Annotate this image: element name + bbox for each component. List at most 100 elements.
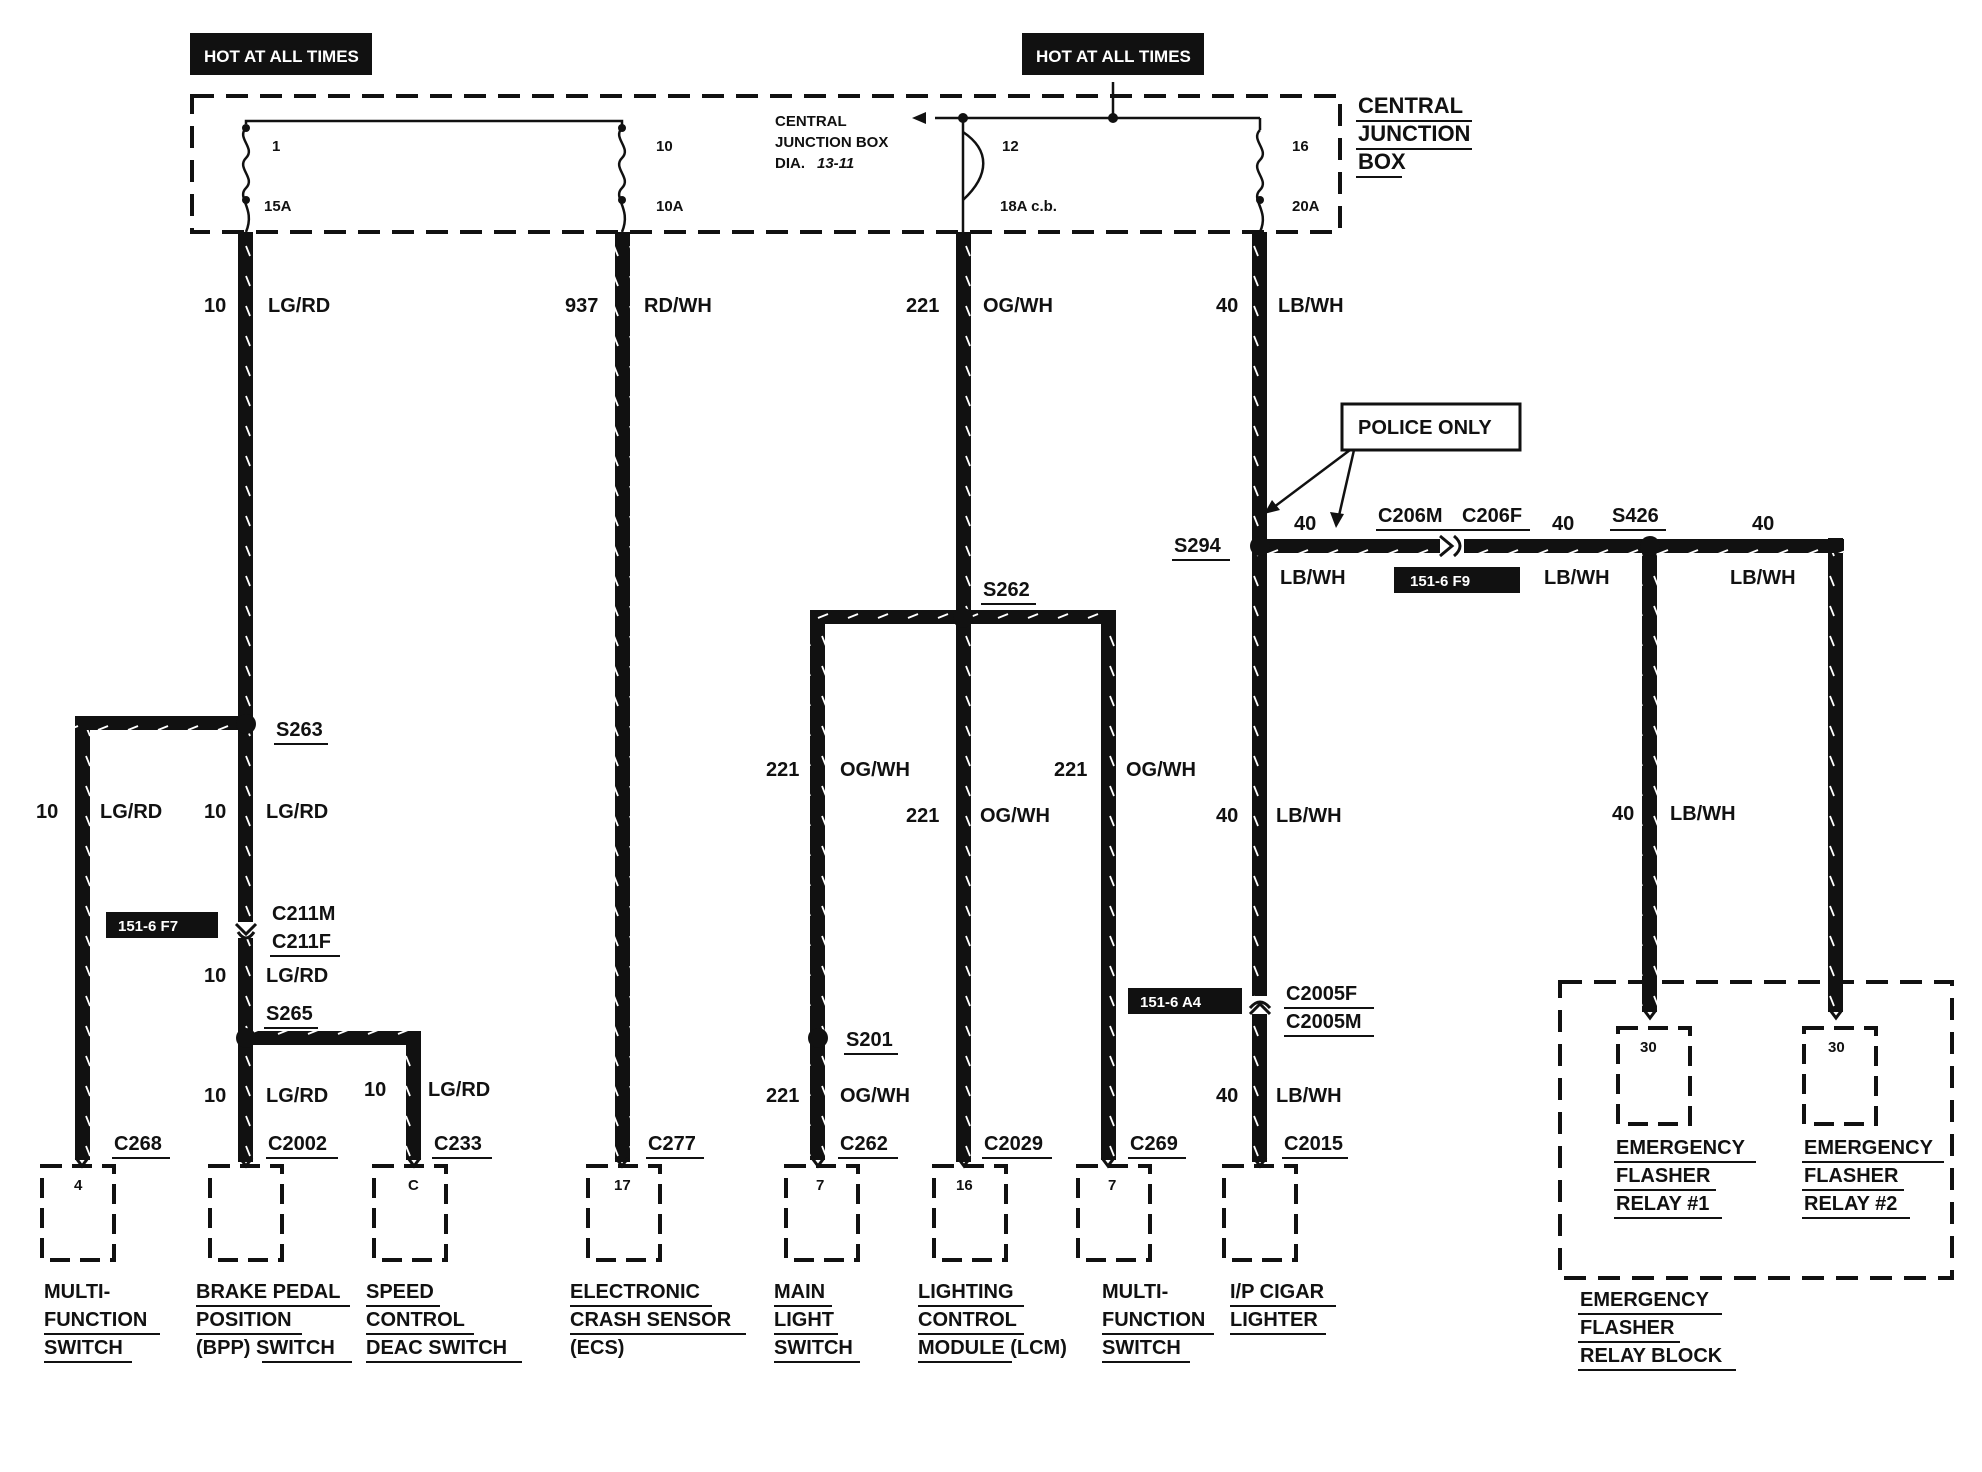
svg-text:LB/WH: LB/WH bbox=[1276, 1085, 1342, 1107]
svg-text:40: 40 bbox=[1216, 295, 1238, 317]
svg-text:LB/WH: LB/WH bbox=[1544, 567, 1610, 589]
cjb-dots bbox=[958, 113, 1118, 123]
wire-label-40-mid: 40 LB/WH bbox=[1216, 805, 1342, 827]
svg-text:10: 10 bbox=[204, 801, 226, 823]
svg-text:LB/WH: LB/WH bbox=[1730, 567, 1796, 589]
svg-text:LB/WH: LB/WH bbox=[1670, 803, 1736, 825]
svg-text:SWITCH: SWITCH bbox=[774, 1337, 853, 1359]
wire-937 bbox=[615, 232, 630, 1162]
svg-text:10: 10 bbox=[204, 1085, 226, 1107]
svg-text:C233: C233 bbox=[434, 1133, 482, 1155]
svg-text:221: 221 bbox=[906, 295, 939, 317]
wire-40-relay1 bbox=[1642, 546, 1657, 1012]
wire-label-10-c211: 10 LG/RD bbox=[204, 965, 328, 987]
svg-text:S263: S263 bbox=[276, 719, 323, 741]
svg-text:1: 1 bbox=[272, 138, 280, 155]
page-ref-f7: 151-6 F7 bbox=[106, 912, 218, 938]
label-cigar-lighter: I/P CIGAR LIGHTER bbox=[1230, 1281, 1336, 1335]
wire-10-mfs-branch bbox=[75, 716, 245, 730]
svg-text:10: 10 bbox=[204, 965, 226, 987]
splice-s201: S201 bbox=[808, 1028, 898, 1055]
svg-text:(ECS): (ECS) bbox=[570, 1337, 624, 1359]
relay-1-box: 30 bbox=[1616, 1009, 1692, 1126]
splice-s263: S263 bbox=[236, 714, 328, 745]
fuse-16: 16 20A bbox=[1255, 129, 1320, 233]
svg-text:JUNCTION BOX: JUNCTION BOX bbox=[775, 134, 888, 151]
svg-text:221: 221 bbox=[766, 759, 799, 781]
svg-text:LG/RD: LG/RD bbox=[266, 965, 328, 987]
svg-text:C2005M: C2005M bbox=[1286, 1011, 1362, 1033]
relay-2-box: 30 bbox=[1802, 1009, 1878, 1126]
svg-text:17: 17 bbox=[614, 1177, 631, 1194]
svg-text:16: 16 bbox=[956, 1177, 973, 1194]
svg-text:POLICE ONLY: POLICE ONLY bbox=[1358, 417, 1492, 439]
svg-text:LG/RD: LG/RD bbox=[266, 1085, 328, 1107]
svg-text:7: 7 bbox=[816, 1177, 824, 1194]
svg-text:(BPP) SWITCH: (BPP) SWITCH bbox=[196, 1337, 335, 1359]
svg-text:I/P CIGAR: I/P CIGAR bbox=[1230, 1281, 1325, 1303]
svg-text:OG/WH: OG/WH bbox=[840, 759, 910, 781]
wire-label-10-mid: 10 LG/RD bbox=[204, 801, 328, 823]
svg-text:SWITCH: SWITCH bbox=[1102, 1337, 1181, 1359]
svg-text:HOT AT ALL TIMES: HOT AT ALL TIMES bbox=[1036, 47, 1191, 66]
label-ecs: ELECTRONIC CRASH SENSOR (ECS) bbox=[570, 1281, 746, 1359]
svg-text:LG/RD: LG/RD bbox=[266, 801, 328, 823]
hot-at-all-times-label-right: HOT AT ALL TIMES bbox=[1022, 33, 1204, 75]
wire-10-mfs bbox=[75, 720, 90, 1160]
svg-text:RELAY BLOCK: RELAY BLOCK bbox=[1580, 1345, 1723, 1367]
svg-text:EMERGENCY: EMERGENCY bbox=[1580, 1289, 1710, 1311]
wire-40-horizontal bbox=[1260, 539, 1844, 553]
svg-text:C277: C277 bbox=[648, 1133, 696, 1155]
svg-text:C211M: C211M bbox=[272, 903, 335, 925]
wire-10-main bbox=[238, 232, 253, 1162]
svg-text:S201: S201 bbox=[846, 1029, 893, 1051]
svg-text:937: 937 bbox=[565, 295, 598, 317]
svg-text:JUNCTION: JUNCTION bbox=[1358, 121, 1470, 146]
svg-text:RD/WH: RD/WH bbox=[644, 295, 712, 317]
svg-text:40: 40 bbox=[1752, 513, 1774, 535]
label-lcm: LIGHTING CONTROL MODULE (LCM) bbox=[918, 1281, 1067, 1363]
svg-text:LB/WH: LB/WH bbox=[1276, 805, 1342, 827]
svg-text:OG/WH: OG/WH bbox=[1126, 759, 1196, 781]
circuit-breaker-12: 12 18A c.b. bbox=[1000, 138, 1057, 215]
svg-text:20A: 20A bbox=[1292, 198, 1320, 215]
svg-text:C269: C269 bbox=[1130, 1133, 1178, 1155]
svg-text:13-11: 13-11 bbox=[817, 155, 854, 172]
svg-text:C: C bbox=[408, 1177, 419, 1194]
svg-text:CENTRAL: CENTRAL bbox=[1358, 93, 1463, 118]
label-relay-block: EMERGENCY FLASHER RELAY BLOCK bbox=[1578, 1289, 1736, 1371]
fuse-10: 10 10A bbox=[617, 124, 684, 233]
svg-text:C2015: C2015 bbox=[1284, 1133, 1343, 1155]
svg-text:S265: S265 bbox=[266, 1003, 313, 1025]
svg-text:C2029: C2029 bbox=[984, 1133, 1043, 1155]
wire-10-spd bbox=[406, 1036, 421, 1160]
svg-text:BOX: BOX bbox=[1358, 149, 1406, 174]
svg-text:MAIN: MAIN bbox=[774, 1281, 825, 1303]
svg-text:OG/WH: OG/WH bbox=[983, 295, 1053, 317]
label-relay-1: EMERGENCY FLASHER RELAY #1 bbox=[1614, 1137, 1756, 1219]
svg-text:C211F: C211F bbox=[272, 931, 331, 953]
relay-block-outline bbox=[1558, 980, 1954, 1280]
svg-text:40: 40 bbox=[1552, 513, 1574, 535]
svg-text:10: 10 bbox=[204, 295, 226, 317]
fuse-1: 1 15A bbox=[241, 124, 292, 233]
wire-label-40-bot: 40 LB/WH bbox=[1216, 1085, 1342, 1107]
label-relay-2: EMERGENCY FLASHER RELAY #2 bbox=[1802, 1137, 1944, 1219]
svg-text:BRAKE PEDAL: BRAKE PEDAL bbox=[196, 1281, 340, 1303]
svg-text:40: 40 bbox=[1216, 805, 1238, 827]
svg-text:POSITION: POSITION bbox=[196, 1309, 292, 1331]
svg-text:40: 40 bbox=[1216, 1085, 1238, 1107]
component-box-cigar: C2015 bbox=[1222, 1133, 1348, 1262]
svg-text:C2005F: C2005F bbox=[1286, 983, 1357, 1005]
svg-text:SWITCH: SWITCH bbox=[44, 1337, 123, 1359]
wire-221-left bbox=[810, 614, 825, 1160]
